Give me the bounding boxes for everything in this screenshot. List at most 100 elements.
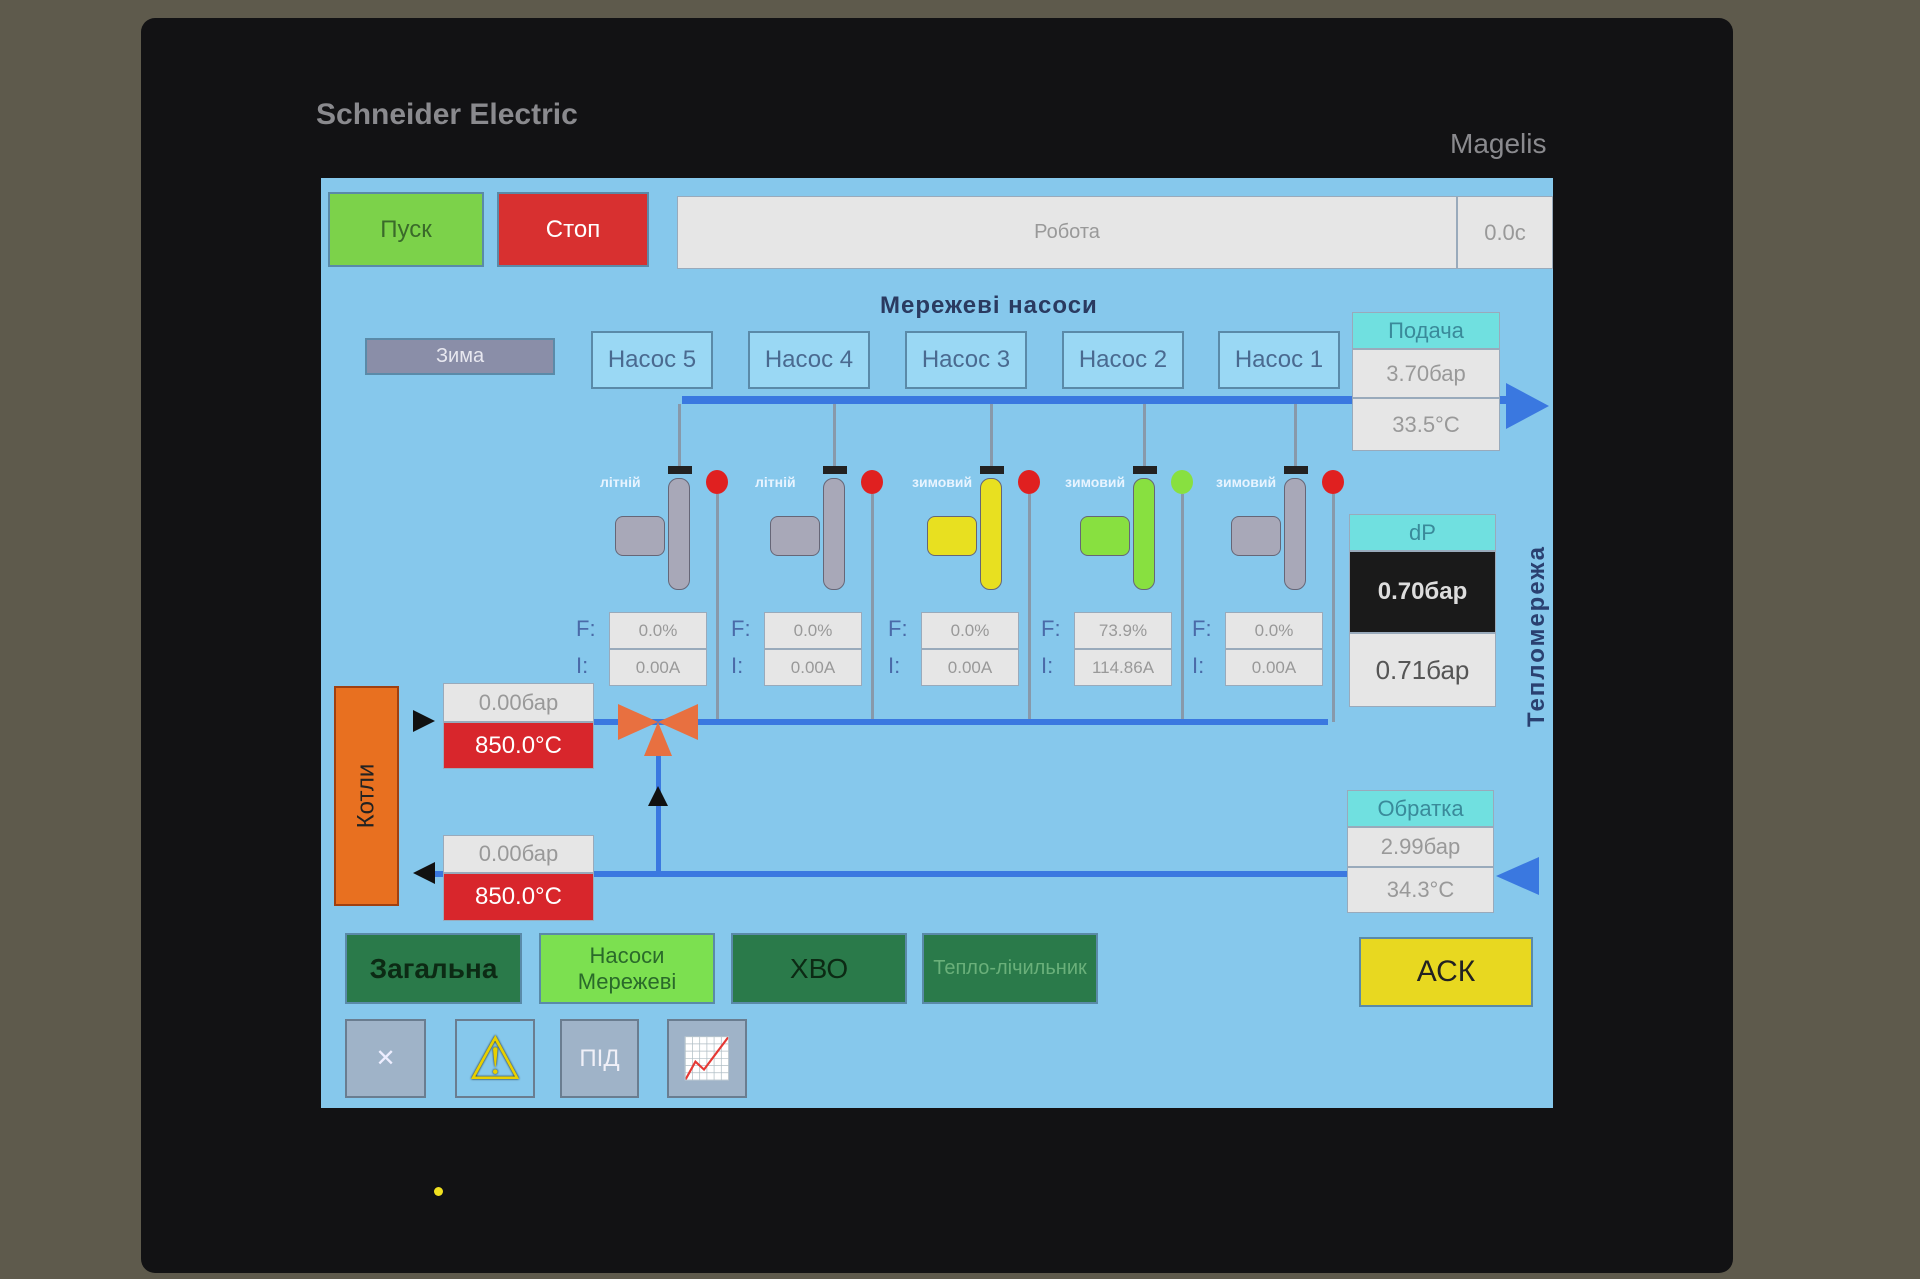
pump-frequency: 0.0%: [1225, 612, 1323, 649]
pump-current: 0.00A: [921, 649, 1019, 686]
pump-suction-line: [716, 494, 719, 722]
pump-select-button[interactable]: Насос 4: [748, 331, 870, 389]
flow-arrow-icon: [648, 786, 668, 806]
season-button[interactable]: Зима: [365, 338, 555, 375]
supply-pressure: 3.70бар: [1352, 349, 1500, 398]
pump-valve-icon: [1133, 466, 1157, 474]
pump-valve-icon: [823, 466, 847, 474]
three-way-valve-icon[interactable]: [618, 702, 698, 758]
pump-body-icon[interactable]: [668, 478, 690, 590]
hmi-screen: Пуск Стоп Робота 0.0с Мережеві насоси Зи…: [321, 178, 1553, 1108]
pump-current: 114.86A: [1074, 649, 1172, 686]
boiler-in-pressure: 0.00бар: [443, 835, 594, 873]
bypass-pipe: [656, 740, 661, 874]
timer-display: 0.0с: [1457, 196, 1553, 269]
supply-arrow-icon: [1506, 383, 1549, 429]
pump-discharge-pipe: [678, 404, 681, 470]
pump-valve-icon: [980, 466, 1004, 474]
pump-discharge-pipe: [1294, 404, 1297, 470]
pump-select-button[interactable]: Насос 1: [1218, 331, 1340, 389]
frequency-label: F:: [1041, 616, 1061, 641]
pump-current: 0.00A: [764, 649, 862, 686]
boiler-outlet-arrow-icon: [413, 862, 435, 884]
supply-label: Подача: [1352, 312, 1500, 349]
pump-body-icon[interactable]: [980, 478, 1002, 590]
pump-mode-label: літній: [600, 474, 641, 490]
dp-label: dP: [1349, 514, 1496, 551]
current-label: I:: [1041, 653, 1054, 678]
pump-frequency: 0.0%: [764, 612, 862, 649]
return-pipe: [435, 871, 1347, 877]
pump-frequency: 73.9%: [1074, 612, 1172, 649]
pump-status-indicator: [1018, 470, 1040, 494]
pump-mode-label: зимовий: [912, 474, 973, 490]
boiler-in-temp: 850.0°C: [443, 873, 594, 921]
pump-body-icon[interactable]: [823, 478, 845, 590]
pump-discharge-pipe: [1143, 404, 1146, 470]
trend-chart-icon[interactable]: 📈: [667, 1019, 747, 1098]
boiler-out-temp: 850.0°C: [443, 722, 594, 769]
pid-button[interactable]: ПІД: [560, 1019, 639, 1098]
brand-logo: Schneider Electric: [316, 98, 578, 131]
current-label: I:: [576, 653, 589, 678]
pump-frequency: 0.0%: [921, 612, 1019, 649]
nav-ack[interactable]: АСК: [1359, 937, 1533, 1007]
status-display: Робота: [677, 196, 1457, 269]
pump-valve-icon: [668, 466, 692, 474]
pump-suction-line: [1332, 494, 1335, 722]
supply-temp: 33.5°C: [1352, 398, 1500, 451]
pump-select-button[interactable]: Насос 3: [905, 331, 1027, 389]
pump-mode-label: зимовий: [1065, 474, 1126, 490]
dp-actual: 0.71бар: [1349, 633, 1496, 707]
page-title: Мережеві насоси: [880, 292, 1098, 319]
stop-button[interactable]: Стоп: [497, 192, 649, 267]
pump-discharge-pipe: [833, 404, 836, 470]
pump-suction-line: [871, 494, 874, 722]
pump-select-button[interactable]: Насос 5: [591, 331, 713, 389]
pump-motor-icon[interactable]: [1080, 516, 1130, 556]
nav-general[interactable]: Загальна: [345, 933, 522, 1004]
pump-current: 0.00A: [609, 649, 707, 686]
current-label: I:: [731, 653, 744, 678]
return-arrow-icon: [1496, 857, 1539, 895]
pump-mode-label: зимовий: [1216, 474, 1277, 490]
pump-suction-pipe: [594, 719, 1328, 725]
return-pressure: 2.99бар: [1347, 827, 1494, 867]
pump-suction-line: [1028, 494, 1031, 722]
power-led: [434, 1187, 443, 1196]
nav-heat-meter[interactable]: Тепло-лічильник: [922, 933, 1098, 1004]
pump-status-indicator: [706, 470, 728, 494]
return-label: Обратка: [1347, 790, 1494, 827]
supply-pipe: [682, 396, 1506, 404]
pump-current: 0.00A: [1225, 649, 1323, 686]
pump-motor-icon[interactable]: [927, 516, 977, 556]
nav-network-pumps[interactable]: Насоси Мережеві: [539, 933, 715, 1004]
pump-status-indicator: [1171, 470, 1193, 494]
return-temp: 34.3°C: [1347, 867, 1494, 913]
boiler-inlet-arrow-icon: [413, 710, 435, 732]
nav-water-treatment[interactable]: ХВО: [731, 933, 907, 1004]
current-label: I:: [888, 653, 901, 678]
pump-mode-label: літній: [755, 474, 796, 490]
pump-valve-icon: [1284, 466, 1308, 474]
boilers-block[interactable]: Котли: [334, 686, 399, 906]
frequency-label: F:: [576, 616, 596, 641]
start-button[interactable]: Пуск: [328, 192, 484, 267]
current-label: I:: [1192, 653, 1205, 678]
pump-select-button[interactable]: Насос 2: [1062, 331, 1184, 389]
pump-status-indicator: [861, 470, 883, 494]
boilers-label: Котли: [352, 763, 380, 829]
pump-motor-icon[interactable]: [770, 516, 820, 556]
model-label: Magelis: [1450, 128, 1547, 159]
pump-body-icon[interactable]: [1133, 478, 1155, 590]
alarm-warning-icon[interactable]: ⚠: [455, 1019, 535, 1098]
pump-status-indicator: [1322, 470, 1344, 494]
pump-motor-icon[interactable]: [1231, 516, 1281, 556]
settings-tools-icon[interactable]: ✕: [345, 1019, 426, 1098]
frequency-label: F:: [888, 616, 908, 641]
network-label: Тепломережа: [1523, 544, 1550, 728]
pump-motor-icon[interactable]: [615, 516, 665, 556]
dp-setpoint-input[interactable]: 0.70бар: [1349, 551, 1496, 633]
frequency-label: F:: [1192, 616, 1212, 641]
pump-body-icon[interactable]: [1284, 478, 1306, 590]
